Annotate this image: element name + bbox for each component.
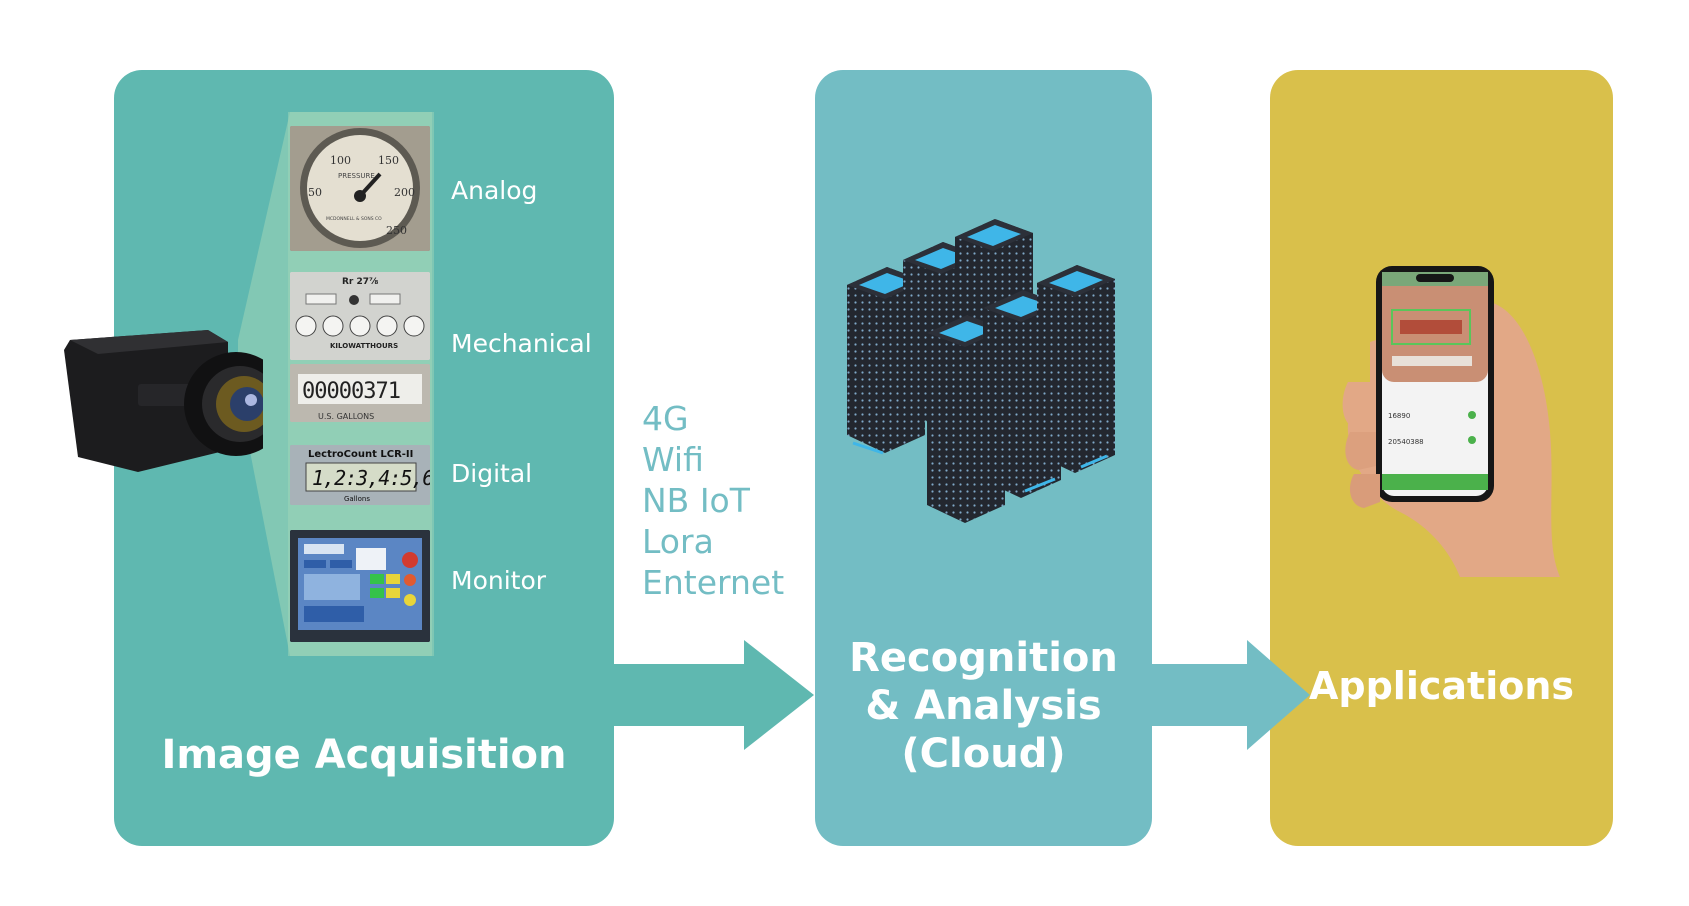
stage-title-line: Recognition [849,635,1118,681]
smartphone-icon: 16890 20540388 [1342,266,1560,577]
mechanical-meter-thumbnail: Rr 27⅞ KILOWATTHOURS [290,272,430,360]
counter-meter-thumbnail: 00000371 U.S. GALLONS [290,364,430,422]
svg-text:250: 250 [386,224,407,237]
connectivity-item: Lora [642,522,714,561]
connectivity-list: 4G Wifi NB IoT Lora Enternet [642,398,784,603]
svg-text:1,2:3,4:5,6: 1,2:3,4:5,6 [312,466,430,490]
svg-text:20540388: 20540388 [1388,438,1424,446]
svg-text:U.S. GALLONS: U.S. GALLONS [318,412,374,421]
stage-title-recognition: Recognition & Analysis (Cloud) [815,634,1152,778]
meter-type-monitor: Monitor [451,566,547,595]
svg-text:Rr 27⅞: Rr 27⅞ [342,277,378,287]
svg-text:100: 100 [330,154,351,167]
svg-text:50: 50 [308,186,322,199]
svg-text:MCDONNELL & SONS CO: MCDONNELL & SONS CO [326,216,382,222]
svg-text:150: 150 [378,154,399,167]
svg-text:16890: 16890 [1388,412,1410,420]
meter-type-digital: Digital [451,459,533,488]
stage-title-image-acquisition: Image Acquisition [161,732,567,778]
meter-type-analog: Analog [451,176,538,205]
camera-icon [64,330,263,472]
stage-title-line: & Analysis [865,683,1102,729]
stage-title-applications: Applications [1309,664,1574,708]
svg-text:Gallons: Gallons [344,495,370,503]
meter-type-mechanical: Mechanical [451,329,592,358]
arrow-cloud-to-applications [1152,640,1310,750]
svg-text:00000371: 00000371 [302,379,400,404]
server-rack-icon [847,219,1115,523]
connectivity-item: Wifi [642,440,704,479]
connectivity-item: NB IoT [642,481,750,520]
connectivity-item: 4G [642,399,689,438]
digital-meter-thumbnail: LectroCount LCR-II 1,2:3,4:5,6 Gallons [290,445,430,505]
stage-title-line: (Cloud) [901,731,1066,777]
connectivity-item: Enternet [642,563,785,602]
svg-text:KILOWATTHOURS: KILOWATTHOURS [330,342,398,350]
svg-text:200: 200 [394,186,415,199]
svg-text:PRESSURE: PRESSURE [338,172,375,180]
analog-gauge-thumbnail: 100 150 50 200 250 PRESSURE MCDONNELL & … [290,126,430,251]
arrow-acquisition-to-cloud [614,640,814,750]
monitor-thumbnail [290,530,430,642]
svg-text:LectroCount LCR-II: LectroCount LCR-II [308,449,413,460]
